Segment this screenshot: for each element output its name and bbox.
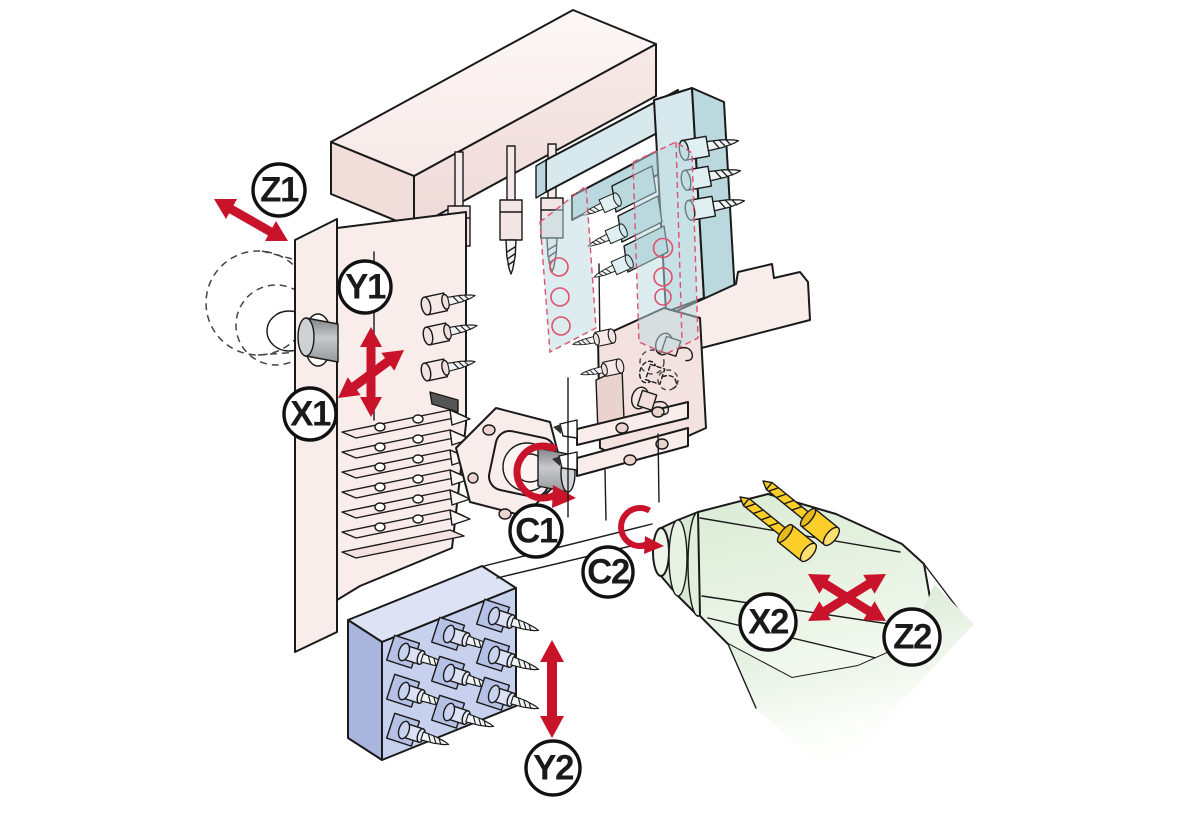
y2-axis-arrow [540, 640, 564, 738]
overhead-tool-beam [330, 9, 657, 229]
c1-rotation-arrow [513, 442, 576, 508]
svg-text:Y2: Y2 [533, 749, 574, 788]
axis-label-x1: X1 [282, 386, 338, 442]
axis-label-c2: C2 [581, 545, 635, 599]
c2-rotation-arrow [618, 505, 664, 554]
axis-label-x2: X2 [738, 592, 798, 652]
svg-text:Y1: Y1 [345, 268, 386, 307]
svg-text:Z2: Z2 [893, 618, 932, 657]
svg-text:X1: X1 [290, 395, 331, 434]
x2-z2-cross-arrows [808, 574, 886, 621]
axis-label-y1: Y1 [337, 259, 393, 315]
x1-y1-cross-arrows [338, 327, 404, 417]
axis-label-z1: Z1 [251, 162, 307, 218]
z1-axis-arrow [214, 199, 288, 241]
guide-bushing-workpiece [297, 313, 339, 367]
sub-spindle [652, 471, 974, 776]
axis-label-c1: C1 [508, 503, 564, 559]
tool-position-ghost-panels [539, 141, 699, 355]
turning-tool-comb [341, 409, 471, 559]
svg-text:C1: C1 [515, 512, 558, 551]
axis-label-y2: Y2 [524, 739, 582, 797]
svg-text:X2: X2 [748, 603, 789, 642]
axis-label-z2: Z2 [882, 607, 942, 667]
front-tool-turret [347, 565, 543, 761]
svg-text:Z1: Z1 [260, 171, 299, 210]
main-spindle [455, 407, 576, 520]
svg-text:C2: C2 [587, 553, 630, 592]
